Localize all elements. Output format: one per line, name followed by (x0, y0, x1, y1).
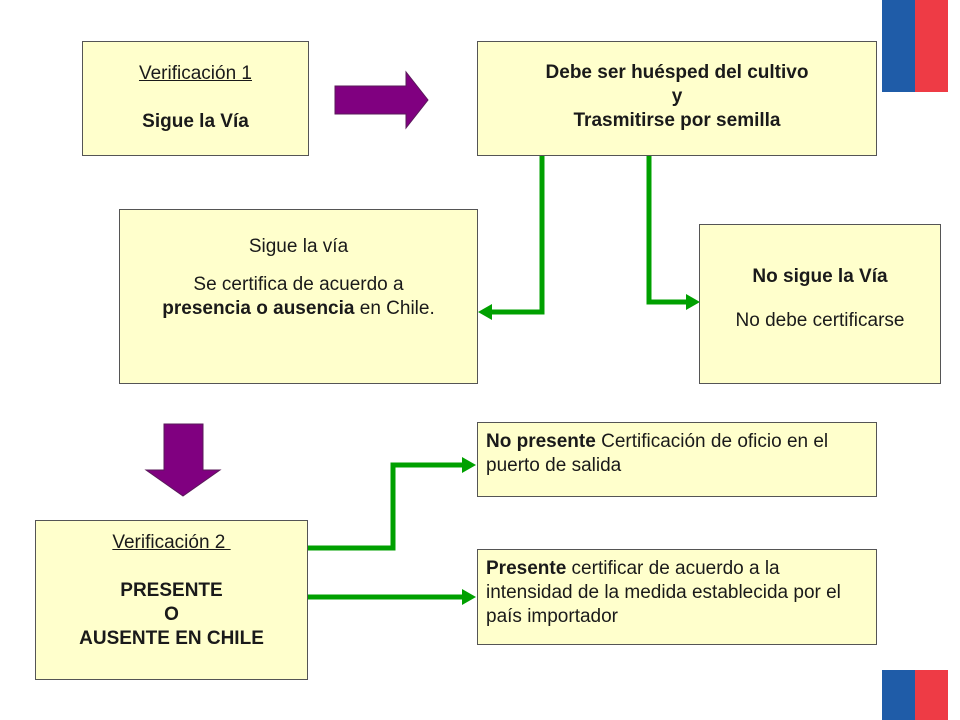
follows-rest: en Chile. (354, 298, 435, 319)
verification-2-line-2: O (164, 604, 179, 625)
host-line-1: Debe ser huésped del cultivo (545, 62, 809, 83)
follows-line-3: presencia o ausencia en Chile. (120, 297, 477, 321)
verification-1-subtitle: Sigue la Vía (142, 111, 249, 132)
host-box: Debe ser huésped del cultivo y Trasmitir… (477, 41, 877, 156)
connector-host-to-follows-head (478, 304, 492, 320)
not-follows-box: No sigue la Vía No debe certificarse (699, 224, 941, 384)
present-box: Presente certificar de acuerdo a la inte… (477, 549, 877, 645)
verification-2-line-3: AUSENTE EN CHILE (79, 628, 264, 649)
present-rest: certificar de acuerdo a la intensidad de… (486, 558, 841, 627)
verification-1-title: Verificación 1 (138, 63, 252, 84)
flag-top-icon (882, 0, 948, 92)
flag-top-red (915, 0, 948, 92)
flag-bottom-blue (882, 670, 915, 720)
verification-2-box: Verificación 2 PRESENTE O AUSENTE EN CHI… (35, 520, 308, 680)
connector-host-to-notfollows-head (686, 294, 700, 310)
not-follows-line-2: No debe certificarse (735, 310, 905, 331)
flag-bottom-red (915, 670, 948, 720)
not-present-bold: No presente (486, 431, 596, 452)
follows-bold: presencia o ausencia (162, 298, 355, 319)
arrow-down-icon (144, 423, 222, 497)
verification-1-box: Verificación 1 Sigue la Vía (82, 41, 309, 156)
not-present-box: No presente Certificación de oficio en e… (477, 422, 877, 497)
connector-verif2-to-notpresent (307, 462, 462, 551)
follows-route-box: Sigue la vía Se certifica de acuerdo a p… (119, 209, 478, 384)
flag-top-blue (882, 0, 915, 92)
flag-bottom-icon (882, 670, 948, 720)
present-bold: Presente (486, 558, 567, 579)
host-line-2: y (671, 86, 683, 107)
not-follows-line-1: No sigue la Vía (752, 266, 888, 287)
connector-host-to-follows (488, 155, 545, 315)
connector-host-to-notfollows (646, 155, 690, 305)
not-present-rest: Certificación de oficio en el puerto de … (486, 431, 829, 476)
follows-line-1: Sigue la vía (248, 236, 349, 257)
connector-verif2-to-present-head (462, 589, 476, 605)
arrow-right-icon (334, 70, 429, 130)
verification-2-line-1: PRESENTE (120, 580, 223, 601)
follows-line-2: Se certifica de acuerdo a (193, 274, 404, 295)
host-line-3: Trasmitirse por semilla (573, 110, 781, 131)
connector-verif2-to-notpresent-head (462, 457, 476, 473)
verification-2-title: Verificación 2 (112, 532, 231, 553)
